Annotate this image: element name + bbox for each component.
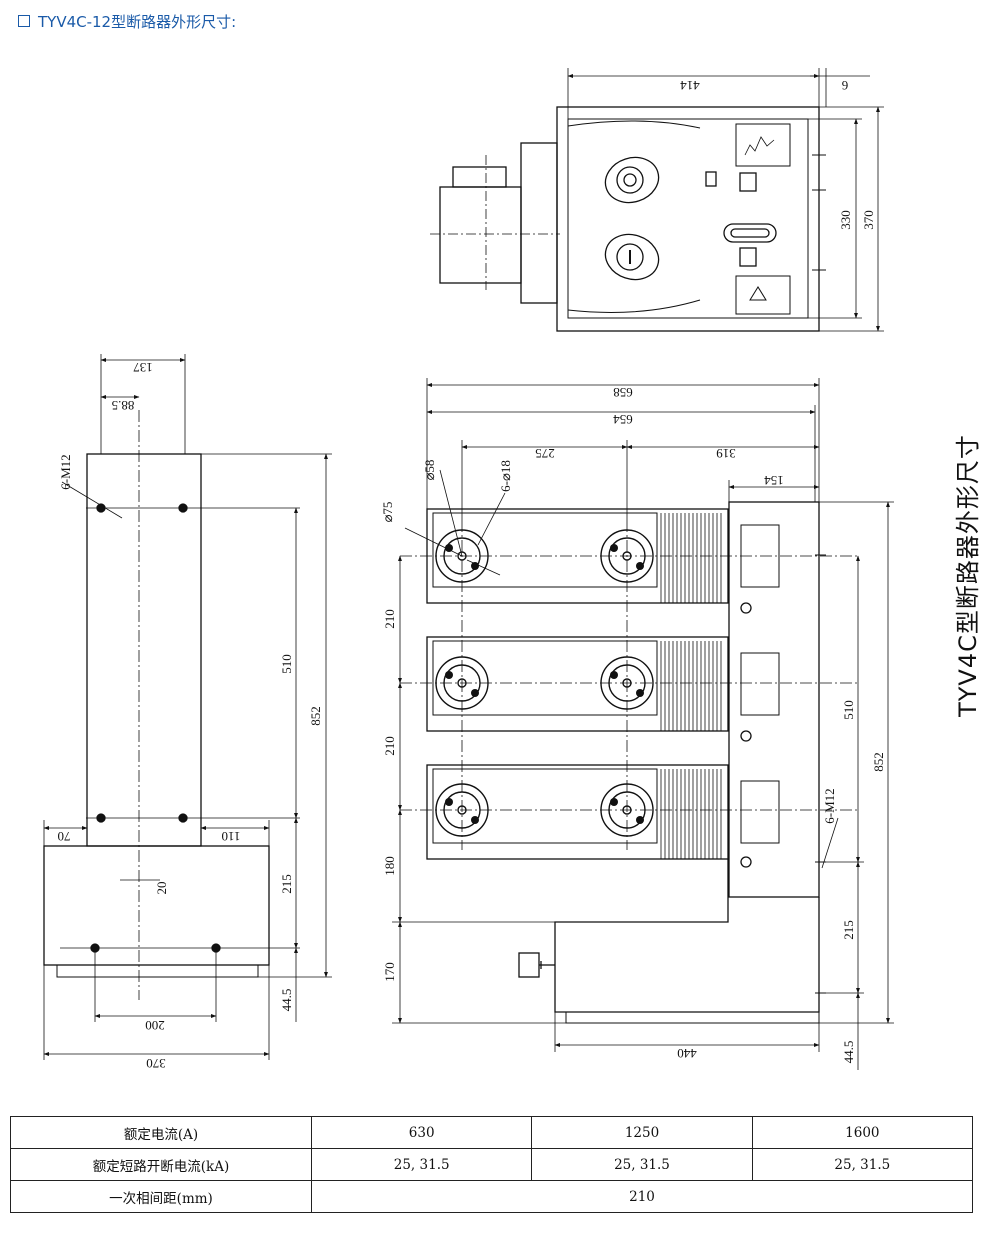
dim-right-852: 852 <box>871 752 886 772</box>
table-row: 额定短路开断电流(kA) 25, 31.5 25, 31.5 25, 31.5 <box>10 1148 974 1181</box>
dim-left-215: 215 <box>279 874 294 894</box>
dim-370: 370 <box>861 210 876 230</box>
side-view <box>43 354 332 1060</box>
dim-d75: ⌀75 <box>380 502 395 523</box>
table-cell: 210 <box>311 1180 973 1213</box>
dim-6: 6 <box>841 78 848 93</box>
dim-right-thread: 6-M12 <box>822 788 837 823</box>
dim-left-thread: 6-M12 <box>58 454 73 489</box>
table-cell: 630 <box>310 1116 533 1149</box>
dim-d58: ⌀58 <box>422 460 437 481</box>
side-view-base <box>43 845 270 966</box>
dim-right-510: 510 <box>841 700 856 720</box>
front-view <box>392 378 894 1070</box>
dim-414: 414 <box>680 78 700 93</box>
side-title: TYV4C型断路器外形尺寸 <box>945 395 985 755</box>
top-view-panel <box>567 118 809 319</box>
dim-110: 110 <box>221 829 240 844</box>
dim-200: 200 <box>145 1018 165 1033</box>
top-view <box>430 68 884 332</box>
table-cell: 25, 31.5 <box>751 1148 974 1181</box>
dim-440: 440 <box>677 1046 697 1061</box>
dim-170: 170 <box>382 962 397 982</box>
dim-654: 654 <box>613 412 633 427</box>
technical-drawing: 414 6 330 370 <box>43 68 894 1071</box>
table-cell: 25, 31.5 <box>310 1148 533 1181</box>
dim-right-215: 215 <box>841 920 856 940</box>
dim-left-852: 852 <box>308 706 323 726</box>
dim-154: 154 <box>764 473 784 488</box>
dim-70: 70 <box>58 829 71 844</box>
dim-330: 330 <box>838 210 853 230</box>
side-title-text: TYV4C型断路器外形尺寸 <box>953 433 982 717</box>
spec-table: 额定电流(A) 630 1250 1600 额定短路开断电流(kA) 25, 3… <box>10 1116 974 1213</box>
dim-right-44-5: 44.5 <box>841 1041 856 1064</box>
side-view-column <box>86 453 202 847</box>
pole-panel-2 <box>426 636 729 732</box>
dim-20: 20 <box>154 882 169 895</box>
page-header: TYV4C-12型断路器外形尺寸: <box>18 10 236 32</box>
checkbox-square-icon <box>18 15 30 27</box>
row-label-rated-current: 额定电流(A) <box>10 1116 312 1149</box>
pole-panel-3 <box>426 764 729 860</box>
top-view-body <box>556 106 820 332</box>
table-row: 额定电流(A) 630 1250 1600 <box>10 1116 974 1149</box>
dim-left-44-5: 44.5 <box>279 989 294 1012</box>
table-cell: 1250 <box>531 1116 753 1149</box>
dim-275: 275 <box>535 446 555 461</box>
dim-658: 658 <box>613 385 633 400</box>
header-title: TYV4C-12型断路器外形尺寸: <box>38 12 237 31</box>
dim-210-b: 210 <box>382 736 397 756</box>
row-label-breaking-current: 额定短路开断电流(kA) <box>10 1148 312 1181</box>
row-label-phase-spacing: 一次相间距(mm) <box>10 1180 312 1213</box>
top-view-mechanism <box>520 142 558 304</box>
dim-137: 137 <box>133 360 153 375</box>
dim-d18: 6-⌀18 <box>498 460 513 492</box>
table-cell: 1600 <box>751 1116 974 1149</box>
dim-left-510: 510 <box>279 654 294 674</box>
dim-88-5: 88.5 <box>112 398 135 413</box>
dim-319: 319 <box>716 446 736 461</box>
dim-180: 180 <box>382 856 397 876</box>
table-cell: 25, 31.5 <box>531 1148 753 1181</box>
mechanism-box <box>728 501 820 898</box>
dim-left-370: 370 <box>146 1056 166 1071</box>
dim-210-a: 210 <box>382 609 397 629</box>
table-row: 一次相间距(mm) 210 <box>10 1180 973 1213</box>
